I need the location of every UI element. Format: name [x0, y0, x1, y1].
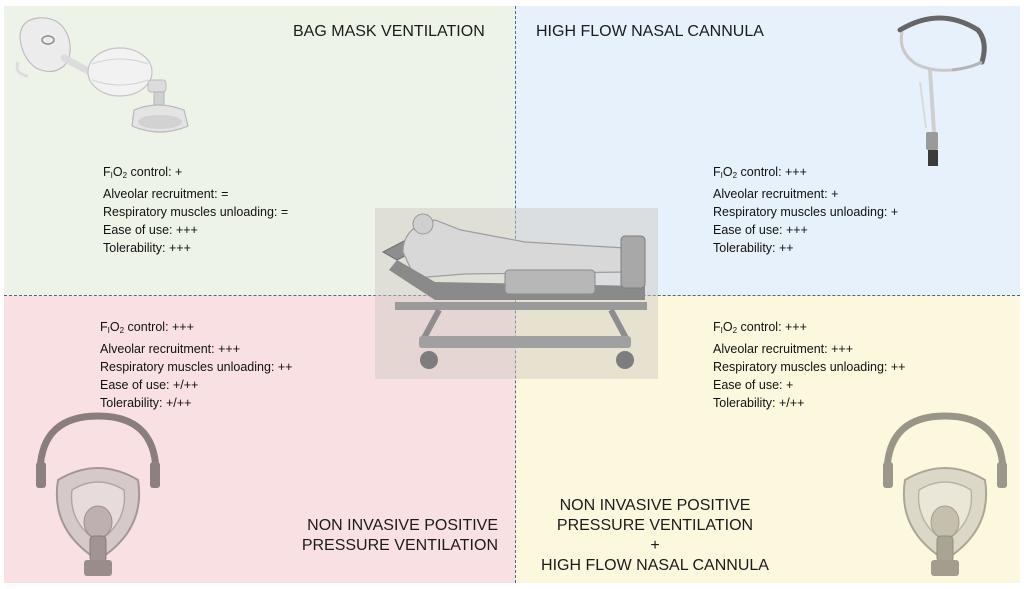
stat-alveolar: Alveolar recruitment: =: [103, 187, 229, 201]
stat-fio2: FIO2 control: +: [103, 165, 183, 180]
stat-alveolar: Alveolar recruitment: +++: [100, 342, 240, 356]
combined-title-line1: NON INVASIVE POSITIVE: [559, 497, 751, 514]
stat-fio2: FIO2 control: +++: [713, 165, 807, 180]
bag-valve-mask-icon: [15, 17, 189, 133]
stat-muscles: Respiratory muscles unloading: +: [713, 205, 899, 219]
nasal-cannula-icon: [897, 15, 987, 166]
stat-muscles: Respiratory muscles unloading: ++: [713, 360, 906, 374]
stat-alveolar: Alveolar recruitment: +: [713, 187, 839, 201]
combined-title-line4: HIGH FLOW NASAL CANNULA: [541, 557, 769, 574]
face-mask-icon: [36, 412, 160, 576]
combined-title: NON INVASIVE POSITIVE PRESSURE VENTILATI…: [520, 496, 790, 576]
stat-ease: Ease of use: +++: [713, 223, 808, 237]
stat-fio2: FIO2 control: +++: [100, 320, 194, 335]
stat-muscles: Respiratory muscles unloading: =: [103, 205, 289, 219]
bag-mask-stats: FIO2 control: + Alveolar recruitment: = …: [103, 163, 288, 257]
bag-mask-title: BAG MASK VENTILATION: [293, 23, 485, 40]
nippv-title-line1: NON INVASIVE POSITIVE: [307, 517, 498, 534]
hospital-bed-patient-icon: [381, 213, 647, 369]
stat-tolerability: Tolerability: +/++: [100, 396, 192, 410]
combined-stats: FIO2 control: +++ Alveolar recruitment: …: [713, 318, 905, 412]
hfnc-title: HIGH FLOW NASAL CANNULA: [536, 23, 764, 40]
stat-fio2: FIO2 control: +++: [713, 320, 807, 335]
combined-title-line3: +: [650, 537, 660, 554]
nippv-stats: FIO2 control: +++ Alveolar recruitment: …: [100, 318, 292, 412]
face-mask-icon: [883, 412, 1007, 576]
stat-ease: Ease of use: +: [713, 378, 794, 392]
stat-ease: Ease of use: +/++: [100, 378, 199, 392]
nippv-title-line2: PRESSURE VENTILATION: [301, 537, 498, 554]
hfnc-stats: FIO2 control: +++ Alveolar recruitment: …: [713, 163, 898, 257]
stat-muscles: Respiratory muscles unloading: ++: [100, 360, 293, 374]
stat-tolerability: Tolerability: ++: [713, 241, 794, 255]
combined-title-line2: PRESSURE VENTILATION: [556, 517, 754, 534]
stat-ease: Ease of use: +++: [103, 223, 198, 237]
stat-tolerability: Tolerability: +/++: [713, 396, 805, 410]
stat-tolerability: Tolerability: +++: [103, 241, 191, 255]
nippv-title: NON INVASIVE POSITIVE PRESSURE VENTILATI…: [250, 516, 498, 556]
stat-alveolar: Alveolar recruitment: +++: [713, 342, 853, 356]
